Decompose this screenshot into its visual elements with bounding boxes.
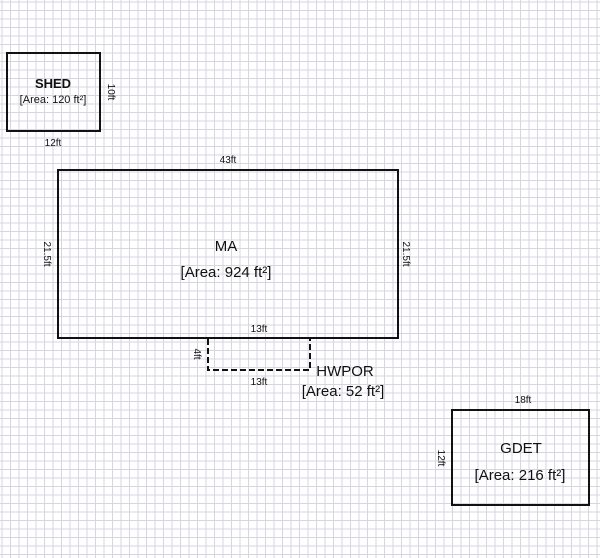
shed-outline[interactable]: [6, 52, 101, 132]
shed-dim-bottom: 12ft: [45, 138, 62, 149]
ma-area-text: [Area: 924 ft²]: [181, 264, 272, 281]
hwpor-label: HWPOR: [316, 363, 374, 380]
hwpor-outline[interactable]: [207, 339, 311, 371]
gdet-outline[interactable]: [451, 409, 590, 506]
ma-label: MA: [215, 238, 238, 255]
gdet-dim-left: 12ft: [435, 450, 446, 467]
ma-dim-left: 21.5ft: [41, 241, 52, 266]
ma-dim-right: 21.5ft: [400, 241, 411, 266]
shed-area-text: [Area: 120 ft²]: [20, 94, 87, 106]
ma-dim-bottom: 13ft: [251, 324, 268, 335]
ma-outline[interactable]: [57, 169, 399, 339]
shed-label: SHED: [35, 76, 71, 91]
ma-dim-top: 43ft: [220, 155, 237, 166]
hwpor-dim-bottom: 13ft: [251, 377, 268, 388]
gdet-dim-top: 18ft: [515, 395, 532, 406]
hwpor-dim-left: 4ft: [191, 348, 202, 359]
shed-area[interactable]: SHED [Area: 120 ft²] 12ft 10ft: [6, 52, 116, 149]
hwpor-area-text: [Area: 52 ft²]: [302, 383, 385, 400]
gdet-label: GDET: [500, 440, 542, 457]
gdet-area-text: [Area: 216 ft²]: [475, 467, 566, 484]
ma-area[interactable]: MA [Area: 924 ft²] 43ft 21.5ft 21.5ft 13…: [41, 155, 411, 339]
shed-dim-right: 10ft: [105, 84, 116, 101]
gdet-area[interactable]: GDET [Area: 216 ft²] 18ft 12ft: [435, 395, 590, 506]
hwpor-area[interactable]: HWPOR [Area: 52 ft²] 4ft 13ft: [191, 339, 384, 400]
